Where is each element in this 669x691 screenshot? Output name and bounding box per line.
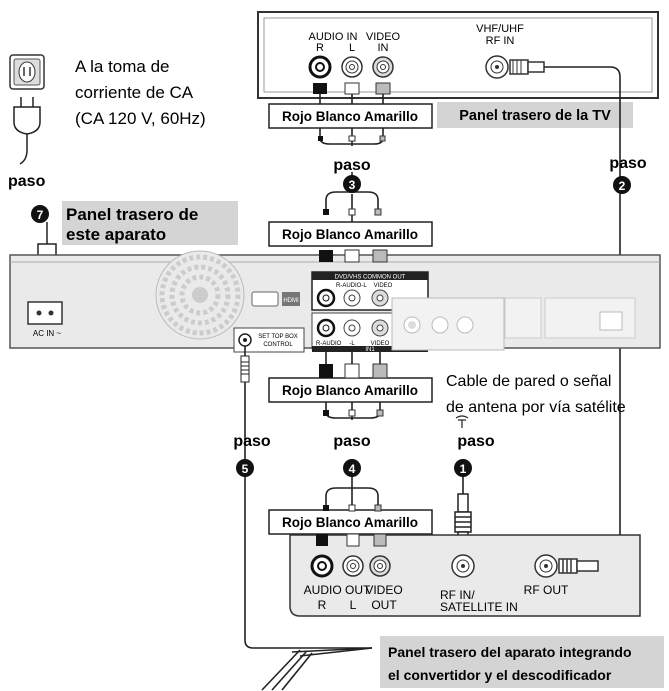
control-cable-5 [244, 346, 373, 691]
tv-rf-in-jack [485, 55, 509, 79]
antenna-text-2: de antena por vía satélite [446, 399, 626, 416]
tv-video-in-jack [372, 56, 394, 78]
tv-rear-panel: AUDIO IN R L VIDEO IN VHF/UHF RF IN [257, 11, 659, 99]
stb-video-out-jack [369, 555, 391, 577]
step-5-badge: 5 [236, 459, 254, 477]
stb-control-label-2: CONTROL [263, 342, 293, 348]
stb-control-label-1: SET TOP BOX [258, 334, 298, 340]
hdmi-label: HDMI [283, 298, 299, 304]
common-out-r-audio-l: R-AUDIO-L [336, 283, 367, 289]
svg-text:3: 3 [349, 178, 356, 192]
antenna-icon [455, 415, 469, 428]
step-4-badge: 4 [343, 459, 361, 477]
rca-label-box-1 [268, 103, 433, 129]
rca-label-box-2 [268, 221, 433, 247]
tv-panel-label-bg [437, 102, 633, 128]
tv-rf-plug [509, 59, 545, 75]
tv-panel-label: Panel trasero de la TV [459, 108, 611, 124]
ac-in-label: AC IN ~ [33, 329, 62, 338]
step-3-paso: paso [333, 157, 371, 174]
outlet-text-2: corriente de CA [75, 83, 194, 102]
step-7-paso-top: paso [8, 173, 46, 190]
fan-grille [155, 250, 245, 340]
stb-rear-panel: AUDIO OUT R L VIDEO OUT RF IN/ SATELLITE… [289, 534, 641, 617]
stb-rf-in-label-2: SATELLITE IN [440, 600, 518, 614]
mini-plug [240, 355, 250, 383]
stb-panel-label-bg [380, 636, 664, 688]
stb-rf-out-plug [558, 558, 599, 574]
step-7-badge: 7 [31, 205, 49, 223]
in1-video: VIDEO [371, 341, 390, 347]
rca-label-4: Rojo Blanco Amarillo [282, 515, 418, 530]
rca-cable-4 [325, 352, 381, 510]
svg-text:1: 1 [460, 462, 467, 476]
antenna-text-1: Cable de pared o señal [446, 373, 611, 390]
tv-rf-in-label-1: VHF/UHF [476, 23, 524, 35]
stb-rf-in-jack [451, 554, 475, 578]
rca-label-1: Rojo Blanco Amarillo [282, 109, 418, 124]
stb-video-out-label-2: OUT [371, 598, 397, 612]
outlet-text-1: A la toma de [75, 57, 170, 76]
stb-audio-r-jack [310, 554, 334, 578]
stb-panel-label-1: Panel trasero del aparato integrando [388, 644, 632, 660]
ac-outlet-icon [9, 54, 45, 90]
tv-video-in-label-1: VIDEO [366, 31, 401, 43]
step-1-paso: paso [457, 433, 495, 450]
step-1-badge: 1 [454, 459, 472, 477]
tv-audio-l-jack [341, 56, 363, 78]
svg-text:2: 2 [619, 179, 626, 193]
step-5-paso: paso [233, 433, 271, 450]
common-out-video: VIDEO [374, 283, 393, 289]
stb-panel-label-2: el convertidor y el descodificador [388, 667, 612, 683]
outlet-text-3: (CA 120 V, 60Hz) [75, 109, 206, 128]
svg-text:5: 5 [242, 462, 249, 476]
power-plug-icon [13, 97, 41, 165]
step-2-badge: 2 [613, 176, 631, 194]
tv-rf-in-label-2: RF IN [486, 35, 515, 47]
unit-rear-panel: AC IN ~ HDMI SET TOP BOX CONTROL DVD/VHS… [9, 250, 661, 353]
in1-l: -L [349, 341, 355, 347]
tv-audio-in-label: AUDIO IN [309, 31, 358, 43]
stb-video-out-label-1: VIDEO [365, 583, 402, 597]
in1-r-audio: R-AUDIO [316, 341, 342, 347]
stb-rf-in-label-1: RF IN/ [440, 588, 475, 602]
common-out-label: DVD/VHS COMMON OUT [335, 275, 406, 281]
stb-audio-l-jack [342, 555, 364, 577]
stb-audio-l-label: L [350, 598, 357, 612]
stb-rf-out-label: RF OUT [524, 583, 569, 597]
unit-panel-label-2: este aparato [66, 225, 166, 244]
step-3-badge: 3 [343, 175, 361, 193]
stb-audio-r-label: R [318, 598, 327, 612]
tv-audio-r-jack [308, 55, 332, 79]
tv-audio-l-label: L [349, 42, 355, 54]
step-2-paso: paso [609, 155, 647, 172]
rca-label-2: Rojo Blanco Amarillo [282, 227, 418, 242]
stb-rf-out-jack [534, 554, 558, 578]
step-4-paso: paso [333, 433, 371, 450]
tv-audio-r-label: R [316, 42, 324, 54]
svg-text:4: 4 [349, 462, 356, 476]
unit-panel-label-1: Panel trasero de [66, 205, 198, 224]
in1-label: IN1 [365, 347, 375, 353]
stb-audio-out-label: AUDIO OUT [304, 583, 371, 597]
rca-label-3: Rojo Blanco Amarillo [282, 383, 418, 398]
unit-panel-label-bg [62, 201, 238, 245]
svg-text:7: 7 [37, 208, 44, 222]
tv-video-in-label-2: IN [378, 42, 389, 54]
